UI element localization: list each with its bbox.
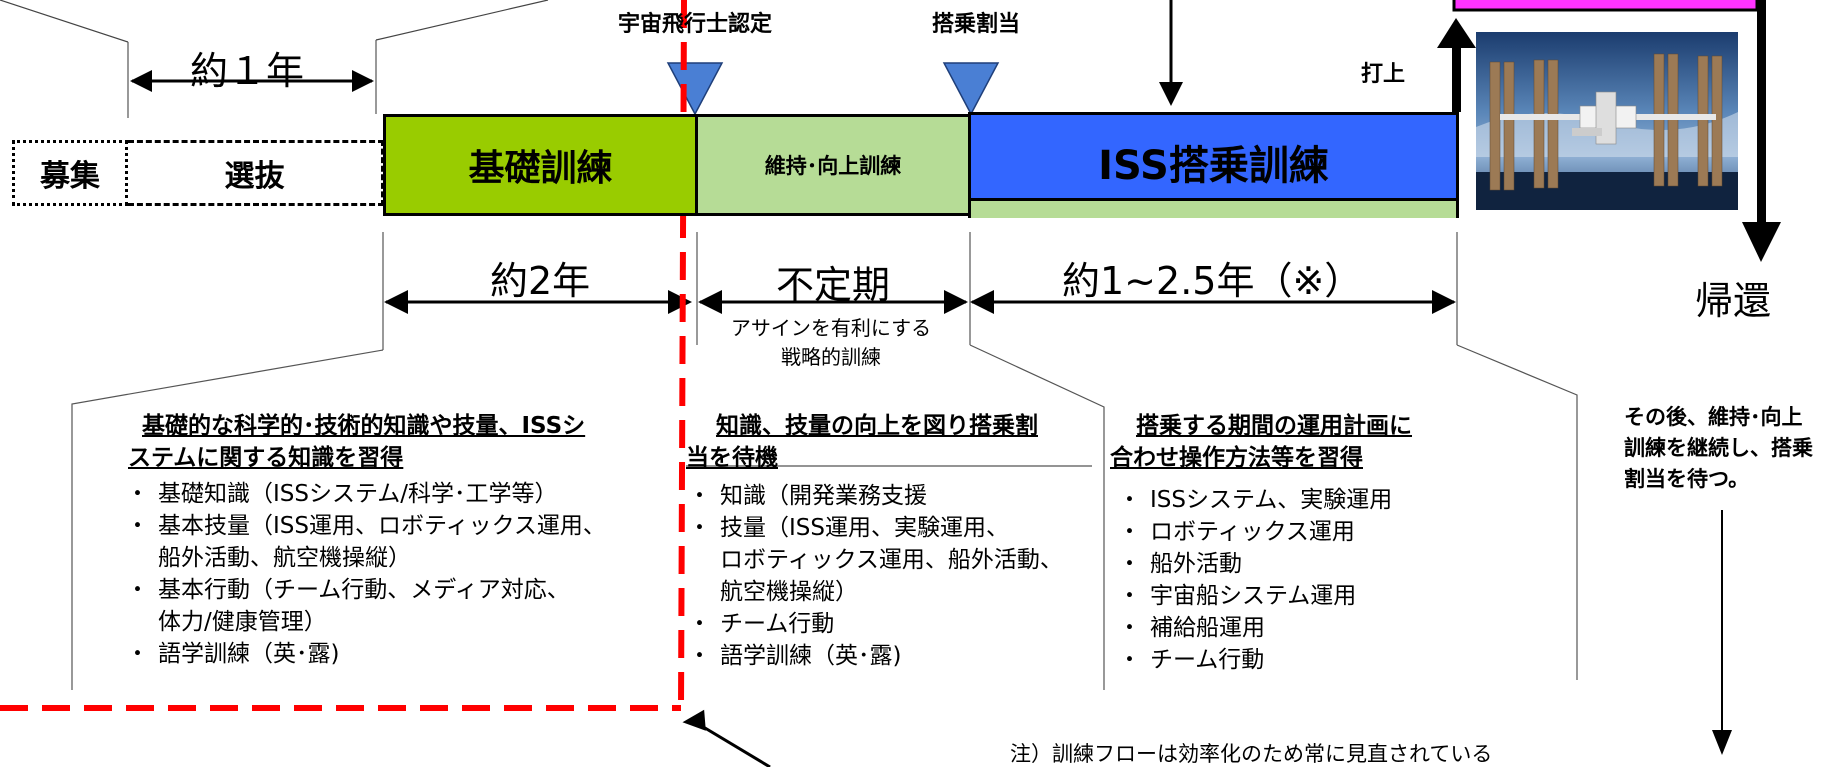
list-item: 補給船運用: [1118, 612, 1392, 644]
recruit-label: 募集: [40, 159, 100, 194]
list-item: 船外活動: [1118, 548, 1392, 580]
basic-section-heading: 基礎的な科学的･技術的知識や技量、ISSシ ステムに関する知識を習得: [128, 410, 585, 474]
heading-line: ステムに関する知識を習得: [128, 445, 404, 471]
list-item: 技量（ISS運用、実験運用、ロボティックス運用、船外活動、航空機操縦）: [688, 512, 1063, 608]
basic-training-bar: 基礎訓練: [383, 114, 698, 216]
maintenance-duration-label: 不定期: [776, 263, 891, 307]
basic-callout-line: [71, 349, 384, 690]
return-arrow: [1742, 0, 1781, 262]
callout-line: [0, 0, 129, 43]
top-right-box: [1452, 0, 1759, 12]
after-note-line: その後、維持･向上: [1624, 405, 1803, 429]
heading-line: 基礎的な科学的･技術的知識や技量、ISSシ: [142, 413, 586, 439]
down-arrow: [1159, 0, 1183, 106]
list-item: ロボティックス運用: [1118, 516, 1392, 548]
strategy-note-line: アサインを有利にする: [730, 316, 932, 340]
assignment-label: 搭乗割当: [932, 12, 1021, 37]
strategy-note-line: 戦略的訓練: [781, 345, 881, 369]
heading-line: 搭乗する期間の運用計画に: [1136, 413, 1412, 439]
after-note-line: 訓練を継続し、搭乗: [1624, 436, 1813, 460]
highlight-boundary: [0, 0, 687, 711]
after-down-arrow: [1712, 510, 1732, 755]
list-item: 語学訓練（英･露): [126, 638, 606, 670]
iss-duration-label: 約1~2.5年（※）: [1062, 259, 1363, 303]
heading-line: 当を待機: [686, 445, 778, 471]
iss-duration-arrow: [970, 290, 1456, 314]
list-item: 宇宙船システム運用: [1118, 580, 1392, 612]
iss-training-stripe: [971, 198, 1456, 218]
launch-arrow: [1437, 18, 1476, 112]
list-item: 基礎知識（ISSシステム/科学･工学等）: [126, 478, 606, 510]
selection-label: 選抜: [224, 159, 285, 194]
after-note: その後、維持･向上 訓練を継続し、搭乗 割当を待つ。: [1624, 402, 1813, 495]
maintenance-section-list: 知識（開発業務支援 技量（ISS運用、実験運用、ロボティックス運用、船外活動、航…: [688, 480, 1063, 672]
iss-training-label: ISS搭乗訓練: [1098, 143, 1329, 189]
certification-label: 宇宙飛行士認定: [618, 12, 773, 37]
assignment-marker-icon: [942, 62, 1000, 116]
return-label: 帰還: [1695, 279, 1772, 323]
list-item: 基本技量（ISS運用、ロボティックス運用、船外活動、航空機操縦）: [126, 510, 606, 574]
footnote: 注）訓練フローは効率化のため常に見直されている: [1010, 742, 1493, 766]
basic-training-label: 基礎訓練: [468, 148, 613, 189]
launch-label: 打上: [1361, 62, 1406, 87]
list-item: 語学訓練（英･露): [688, 640, 1063, 672]
list-item: 基本行動（チーム行動、メディア対応、体力/健康管理）: [126, 574, 606, 638]
iss-callout-line: [969, 344, 1105, 690]
maintenance-section-heading: 知識、技量の向上を図り搭乗割 当を待機: [686, 410, 1038, 474]
list-item: ISSシステム、実験運用: [1118, 484, 1392, 516]
selection-duration-arrow: [130, 70, 374, 92]
iss-section-heading: 搭乗する期間の運用計画に 合わせ操作方法等を習得: [1110, 410, 1412, 474]
after-callout-line: [1456, 344, 1578, 680]
after-note-line: 割当を待つ。: [1624, 467, 1750, 491]
recruit-box: 募集: [12, 140, 128, 206]
callout-line: [375, 0, 549, 41]
heading-line: 合わせ操作方法等を習得: [1110, 445, 1363, 471]
list-item: チーム行動: [688, 608, 1063, 640]
strategy-note: アサインを有利にする 戦略的訓練: [700, 314, 962, 372]
basic-duration-label: 約2年: [490, 259, 591, 303]
list-item: 知識（開発業務支援: [688, 480, 1063, 512]
iss-section-list: ISSシステム、実験運用 ロボティックス運用 船外活動 宇宙船システム運用 補給…: [1118, 484, 1392, 676]
heading-line: 知識、技量の向上を図り搭乗割: [716, 413, 1038, 439]
selection-box: 選抜: [128, 140, 384, 206]
maintenance-training-label: 維持･向上訓練: [764, 154, 902, 178]
iss-photo: [1476, 32, 1738, 210]
basic-section-list: 基礎知識（ISSシステム/科学･工学等） 基本技量（ISS運用、ロボティックス運…: [126, 478, 606, 670]
selection-duration-label: 約１年: [190, 49, 305, 93]
certification-marker-icon: [666, 62, 724, 116]
maintenance-training-bar: 維持･向上訓練: [695, 114, 971, 216]
pointer-arrow: [682, 709, 771, 767]
list-item: チーム行動: [1118, 644, 1392, 676]
maintenance-duration-arrow: [698, 290, 968, 314]
